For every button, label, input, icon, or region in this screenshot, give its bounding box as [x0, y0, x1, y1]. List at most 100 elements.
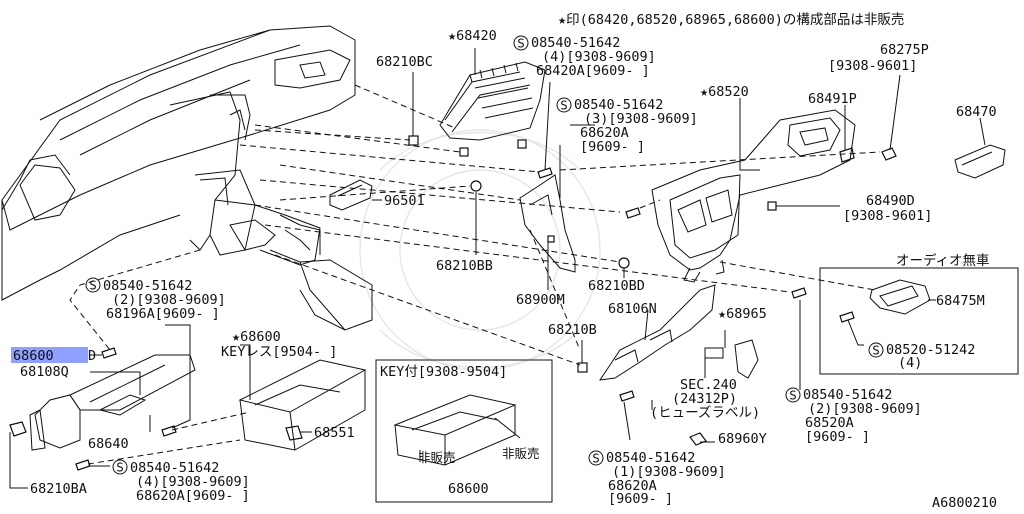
part-68106N	[598, 284, 716, 381]
clip-68600D	[101, 347, 117, 359]
key-inset	[375, 359, 553, 503]
screw-68196A	[161, 425, 177, 437]
label-68490D-range: [9308-9601]	[843, 208, 932, 224]
label-s-audio-2: (4)	[898, 355, 922, 371]
label-s68520A-3: 68520A	[805, 415, 854, 431]
label-audio-title: オーディオ無車	[896, 252, 990, 269]
label-68210BA: 68210BA	[30, 481, 87, 497]
leader-lines	[9, 48, 986, 489]
label-68960Y: 68960Y	[718, 431, 767, 447]
label-key-hb1: 非販売	[418, 450, 456, 465]
clip-68210BA	[9, 421, 27, 437]
label-68965: ★68965	[718, 306, 767, 322]
label-68210BC: 68210BC	[376, 54, 433, 70]
label-68210B: 68210B	[548, 322, 597, 338]
part-68900M	[519, 174, 576, 273]
label-s68420-2: (4)[9308-9609]	[542, 49, 656, 65]
screw-symbols: S S S S S S S	[85, 35, 884, 475]
highlight-68600	[11, 347, 88, 363]
label-68210BB: 68210BB	[436, 258, 493, 274]
label-68600-keyless: ★68600	[232, 329, 281, 345]
label-s-audio-1: 08520-51242	[886, 342, 975, 358]
screw-68620A-left	[75, 459, 91, 471]
label-96501: 96501	[384, 193, 425, 209]
label-68551: 68551	[314, 425, 355, 441]
part-68108Q-glovebox-frame	[29, 354, 196, 451]
label-sec240-part: (24312P)	[672, 391, 737, 407]
part-96501	[329, 179, 373, 211]
svg-text:S: S	[592, 451, 600, 466]
watermark	[359, 129, 601, 371]
clip-68210BC	[408, 135, 419, 146]
label-s-bottom-2: (1)[9308-9609]	[612, 464, 726, 480]
label-key-title: KEY付[9308-9504]	[380, 364, 507, 380]
part-68960Y	[689, 432, 707, 446]
screw-68420A	[537, 167, 553, 179]
figure-code: A6800210	[932, 495, 997, 510]
label-s-bottom-1: 08540-51642	[606, 450, 695, 466]
label-s68620-1: 08540-51642	[130, 460, 219, 476]
label-s68420-3: 68420A[9609- ]	[536, 63, 650, 79]
label-68490D: 68490D	[866, 193, 915, 209]
svg-text:S: S	[560, 98, 568, 113]
label-68900M: 68900M	[516, 292, 565, 308]
svg-text:S: S	[789, 388, 797, 403]
label-s68520-4: [9609- ]	[580, 139, 645, 155]
label-s68196-1: 08540-51642	[103, 278, 192, 294]
part-68965	[704, 339, 759, 379]
label-s-bottom-4: [9609- ]	[608, 491, 673, 507]
label-sec240: SEC.240	[680, 377, 737, 393]
label-68475M: 68475M	[936, 293, 985, 309]
label-68275P: 68275P	[880, 42, 929, 58]
label-s68520A-1: 08540-51642	[803, 387, 892, 403]
screw-68620A	[625, 207, 641, 219]
clip-68275P	[881, 147, 897, 161]
label-68210BD: 68210BD	[588, 278, 645, 294]
screw-68520A	[791, 287, 807, 299]
label-68600-keyless-range: KEYレス[9504- ]	[221, 344, 337, 360]
label-68640: 68640	[88, 436, 129, 452]
part-68600-keyless-glovebox	[238, 359, 367, 451]
label-s68420-1: 08540-51642	[531, 35, 620, 51]
svg-text:S: S	[89, 278, 97, 293]
screw-bottom	[619, 390, 635, 402]
label-s68520-3: 68620A	[580, 125, 629, 141]
clip-68210BB	[470, 180, 482, 192]
label-s68196-2: (2)[9308-9609]	[112, 292, 226, 308]
screw-audio	[839, 311, 855, 323]
label-68600: 68600	[13, 348, 54, 364]
svg-text:S: S	[116, 460, 124, 475]
label-68600-suffix: D	[88, 348, 96, 364]
label-68420: ★68420	[448, 28, 497, 44]
dashed-lines	[69, 84, 881, 465]
label-s68620-3: 68620A[9609- ]	[136, 488, 250, 504]
fasteners	[9, 135, 897, 471]
label-key-part: 68600	[448, 481, 489, 497]
label-68491P: 68491P	[808, 91, 857, 107]
dashboard-body	[1, 25, 373, 331]
label-68470: 68470	[956, 104, 997, 120]
note-text: ★印(68420,68520,68965,68600)の構成部品は非販売	[558, 12, 904, 28]
label-s68520-2: (3)[9308-9609]	[584, 111, 698, 127]
label-68108Q: 68108Q	[20, 364, 69, 380]
label-key-hb2: 非販売	[502, 446, 540, 461]
part-68490D	[767, 201, 777, 211]
labels: ★印(68420,68520,68965,68600)の構成部品は非販売 ★68…	[13, 12, 997, 511]
label-s68520A-2: (2)[9308-9609]	[808, 401, 922, 417]
label-sec240-fuse: (ヒューズラベル)	[650, 405, 760, 421]
svg-text:S: S	[517, 36, 525, 51]
label-s68520A-4: [9609- ]	[805, 429, 870, 445]
part-68520-center-panel	[651, 109, 856, 283]
part-68551	[285, 425, 303, 441]
part-68470	[954, 144, 1006, 179]
label-s68520-1: 08540-51642	[574, 97, 663, 113]
label-68520: ★68520	[700, 84, 749, 100]
clip-68210BD	[618, 257, 630, 269]
label-s68620-2: (4)[9308-9609]	[136, 474, 250, 490]
label-68106N: 68106N	[608, 301, 657, 317]
label-s-bottom-3: 68620A	[608, 478, 657, 494]
svg-text:S: S	[872, 343, 880, 358]
part-68420-cluster-hood	[439, 61, 546, 157]
